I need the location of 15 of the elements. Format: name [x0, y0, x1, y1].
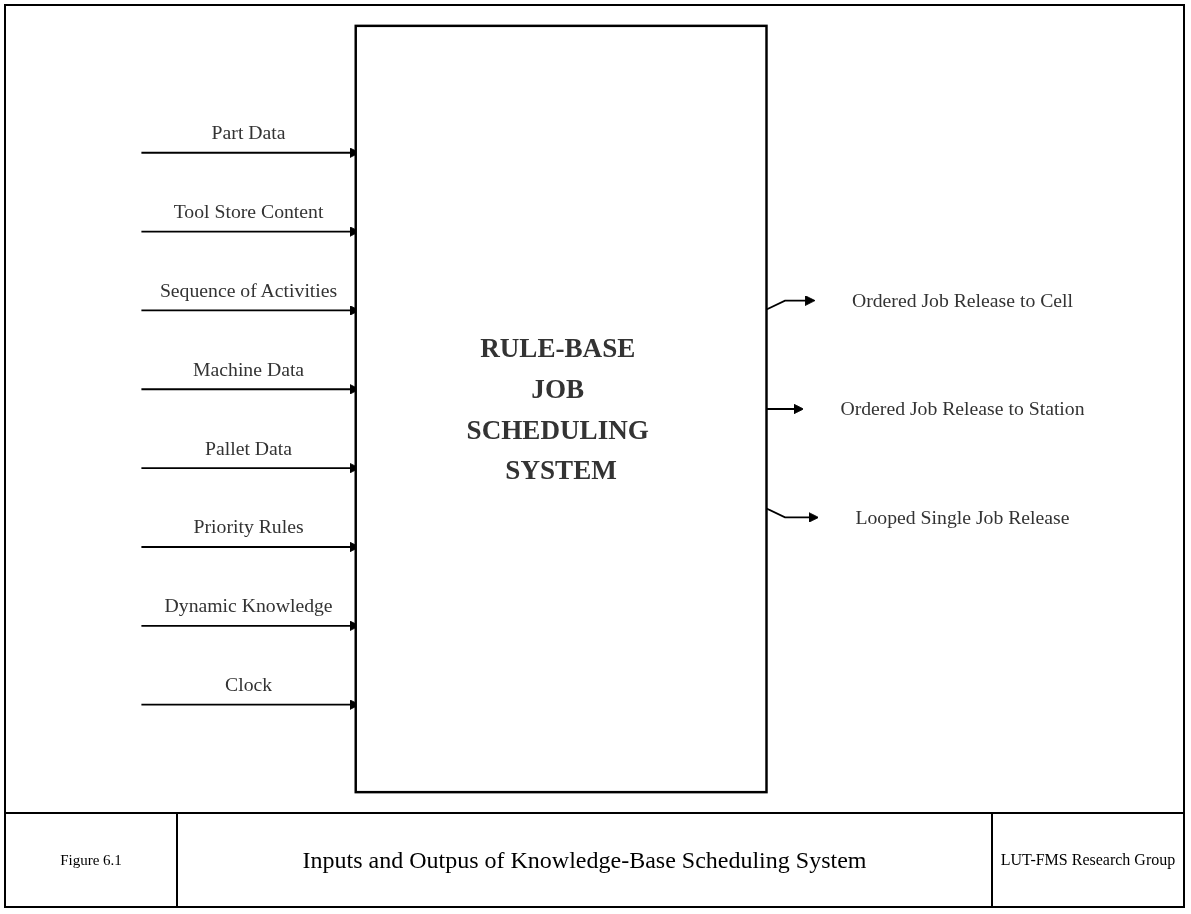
- edge-label: Pallet Data: [205, 437, 293, 459]
- figure-number: Figure 6.1: [60, 851, 122, 869]
- group-name: LUT-FMS Research Group: [1000, 851, 1176, 869]
- node-text: Looped Single Job Release: [855, 506, 1070, 528]
- edge-label: Clock: [225, 673, 273, 695]
- edge-label: Priority Rules: [193, 516, 304, 538]
- edge-label: Tool Store Content: [173, 200, 324, 222]
- edge-label: Part Data: [211, 121, 286, 143]
- node-text: Ordered Job Release to Cell: [851, 289, 1074, 311]
- edge-label: Dynamic Knowledge: [164, 595, 333, 616]
- edge-label: Machine Data: [193, 358, 305, 380]
- diagram-title: Inputs and Outpus of Knowledge-Base Scheduling System: [302, 846, 867, 874]
- node-text: Ordered Job Release to Station: [840, 397, 1085, 419]
- edge-label: Sequence of Activities: [159, 279, 338, 301]
- node-box: RULE-BASE JOB SCHEDULING SYSTEM: [354, 24, 768, 794]
